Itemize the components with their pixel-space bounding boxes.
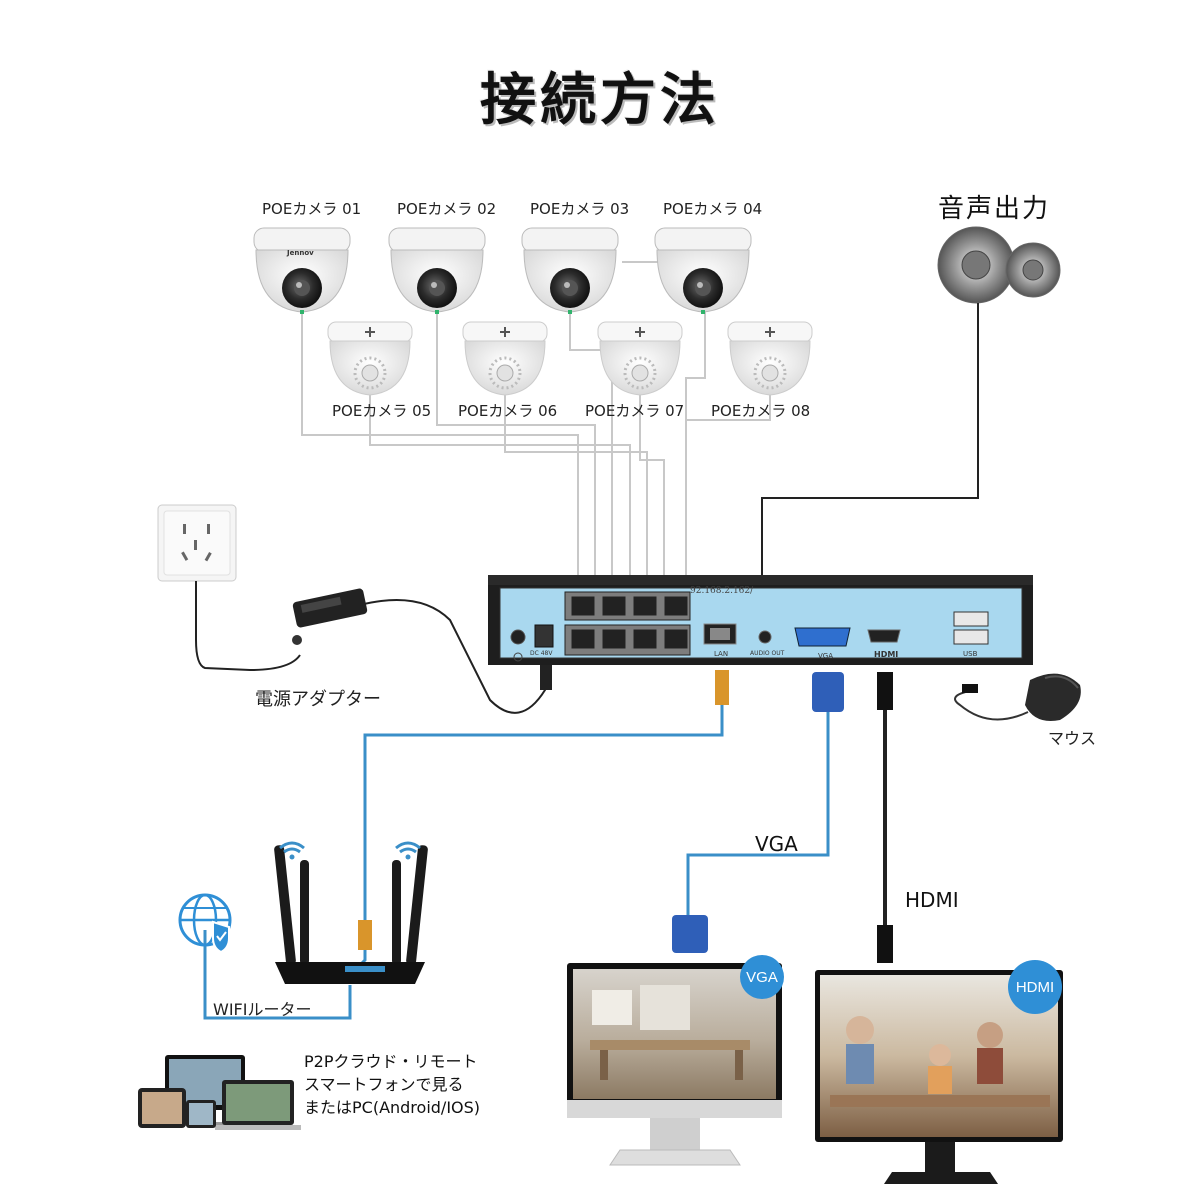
power-adapter-label: 電源アダプター bbox=[255, 689, 381, 710]
devices-illustration bbox=[138, 1055, 301, 1130]
camera-04 bbox=[654, 227, 752, 314]
vga-cable bbox=[686, 712, 830, 915]
nvr-audio-label: AUDIO OUT bbox=[750, 650, 785, 657]
camera-08 bbox=[727, 321, 813, 396]
camera-07 bbox=[597, 321, 683, 396]
nvr-hdmi-label: HDMI bbox=[874, 650, 899, 659]
camera-06 bbox=[462, 321, 548, 396]
hdmi-cable-label: HDMI bbox=[905, 888, 959, 912]
p2p-line-2: スマートフォンで見る bbox=[304, 1075, 464, 1094]
nvr-lan-label: LAN bbox=[714, 650, 729, 658]
p2p-line-3: またはPC(Android/IOS) bbox=[304, 1098, 481, 1117]
vga-plug-nvr bbox=[812, 672, 844, 712]
hdmi-plug-nvr bbox=[877, 672, 893, 710]
camera-label-01: POEカメラ 01 bbox=[262, 200, 362, 218]
camera-03 bbox=[521, 227, 619, 314]
nvr-dc-label: DC 48V bbox=[530, 650, 553, 657]
power-adapter-icon bbox=[292, 588, 368, 645]
lan-cable bbox=[348, 690, 724, 977]
hdmi-plug-monitor bbox=[877, 925, 893, 963]
nvr-vga-label: VGA bbox=[818, 652, 834, 660]
router-app-line bbox=[203, 930, 352, 1020]
globe-shield-icon bbox=[178, 893, 232, 954]
page-title: 接続方法 bbox=[480, 68, 720, 133]
audio-output-label: 音声出力 bbox=[938, 194, 1051, 224]
vga-plug-monitor bbox=[672, 915, 708, 953]
power-dc-cable bbox=[359, 599, 546, 714]
mouse-label: マウス bbox=[1048, 729, 1097, 748]
camera-label-05: POEカメラ 05 bbox=[332, 402, 432, 420]
wall-outlet-icon bbox=[157, 504, 237, 582]
camera-label-02: POEカメラ 02 bbox=[397, 200, 497, 218]
speaker-icon bbox=[937, 226, 1061, 304]
mouse-icon bbox=[954, 673, 1081, 721]
camera-brand-label: Jennov bbox=[287, 249, 314, 257]
camera-label-07: POEカメラ 07 bbox=[585, 402, 685, 420]
audio-cable bbox=[761, 303, 979, 616]
camera-02 bbox=[388, 227, 486, 314]
camera-01 bbox=[253, 227, 351, 314]
p2p-line-1: P2Pクラウド・リモート bbox=[304, 1052, 478, 1071]
camera-label-03: POEカメラ 03 bbox=[530, 200, 630, 218]
vga-badge: VGA bbox=[740, 955, 784, 999]
camera-label-06: POEカメラ 06 bbox=[458, 402, 558, 420]
power-cord bbox=[195, 581, 301, 672]
lan-plug-nvr bbox=[715, 670, 729, 705]
nvr-ip-label: 92.168.2.162/ bbox=[690, 586, 754, 596]
camera-label-08: POEカメラ 08 bbox=[711, 402, 811, 420]
hdmi-badge: HDMI bbox=[1008, 960, 1062, 1014]
wifi-router-icon bbox=[274, 841, 428, 984]
vga-monitor bbox=[567, 963, 782, 1166]
lan-plug-router bbox=[358, 920, 372, 950]
nvr-usb-label: USB bbox=[963, 650, 978, 658]
camera-05 bbox=[327, 321, 413, 396]
vga-cable-label: VGA bbox=[755, 832, 798, 856]
camera-label-04: POEカメラ 04 bbox=[663, 200, 763, 218]
nvr-recorder bbox=[488, 575, 1033, 665]
router-label: WIFIルーター bbox=[213, 1000, 312, 1019]
